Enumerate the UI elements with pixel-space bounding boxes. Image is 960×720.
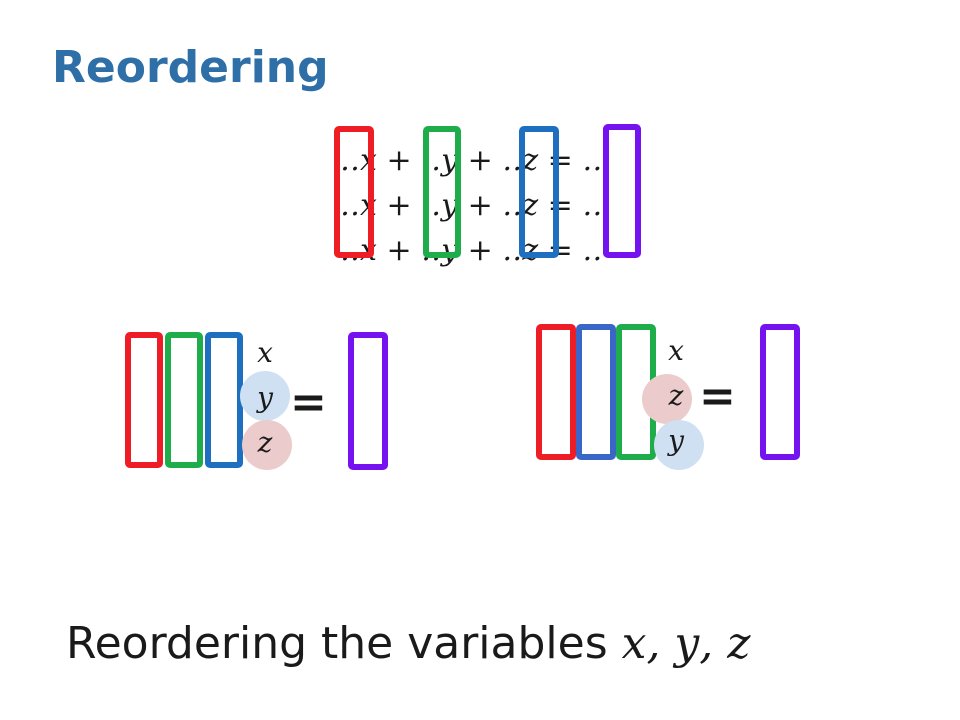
left-matrix-column-z: [205, 332, 243, 468]
z-coefficients-column-box: [519, 126, 559, 258]
left-equals-sign: =: [290, 377, 327, 428]
left-matrix-column-y: [165, 332, 203, 468]
left-variable-x: 𝑥: [257, 336, 273, 369]
equation-system: ‥𝑥 + ‥𝑦 + ‥𝑧 = ‥ ‥𝑥 + ‥𝑦 + ‥𝑧 = ‥ ‥𝑥 + ‥…: [340, 138, 602, 273]
x-coefficients-column-box: [334, 126, 374, 258]
left-matrix-column-x: [125, 332, 163, 468]
right-variable-x: 𝑥: [668, 334, 684, 367]
caption-variables: 𝑥, 𝑦, 𝑧: [621, 618, 751, 669]
right-variable-y: 𝑦: [668, 424, 684, 457]
caption-text: Reordering the variables: [66, 618, 622, 669]
left-y-highlight-circle: [240, 371, 290, 421]
slide-title: Reordering: [52, 42, 329, 93]
right-y-highlight-circle: [654, 420, 704, 470]
right-matrix-column-x: [536, 324, 576, 460]
right-equals-sign: =: [699, 371, 736, 422]
equation-line: ‥𝑥 + ‥𝑦 + ‥𝑧 = ‥: [340, 143, 603, 178]
left-variable-y: 𝑦: [257, 381, 273, 414]
left-constants-column: [348, 332, 388, 470]
right-variable-z: 𝑧: [668, 379, 684, 412]
left-variable-z: 𝑧: [257, 426, 273, 459]
right-constants-column: [760, 324, 800, 460]
right-matrix-column-z: [576, 324, 616, 460]
left-z-highlight-circle: [242, 420, 292, 470]
equation-line: ‥𝑥 + ‥𝑦 + ‥𝑧 = ‥: [340, 233, 603, 268]
equation-line: ‥𝑥 + ‥𝑦 + ‥𝑧 = ‥: [340, 188, 603, 223]
constants-column-box: [603, 124, 641, 258]
y-coefficients-column-box: [423, 126, 461, 258]
right-z-highlight-circle: [642, 374, 692, 424]
caption: Reordering the variables 𝑥, 𝑦, 𝑧: [66, 616, 750, 672]
